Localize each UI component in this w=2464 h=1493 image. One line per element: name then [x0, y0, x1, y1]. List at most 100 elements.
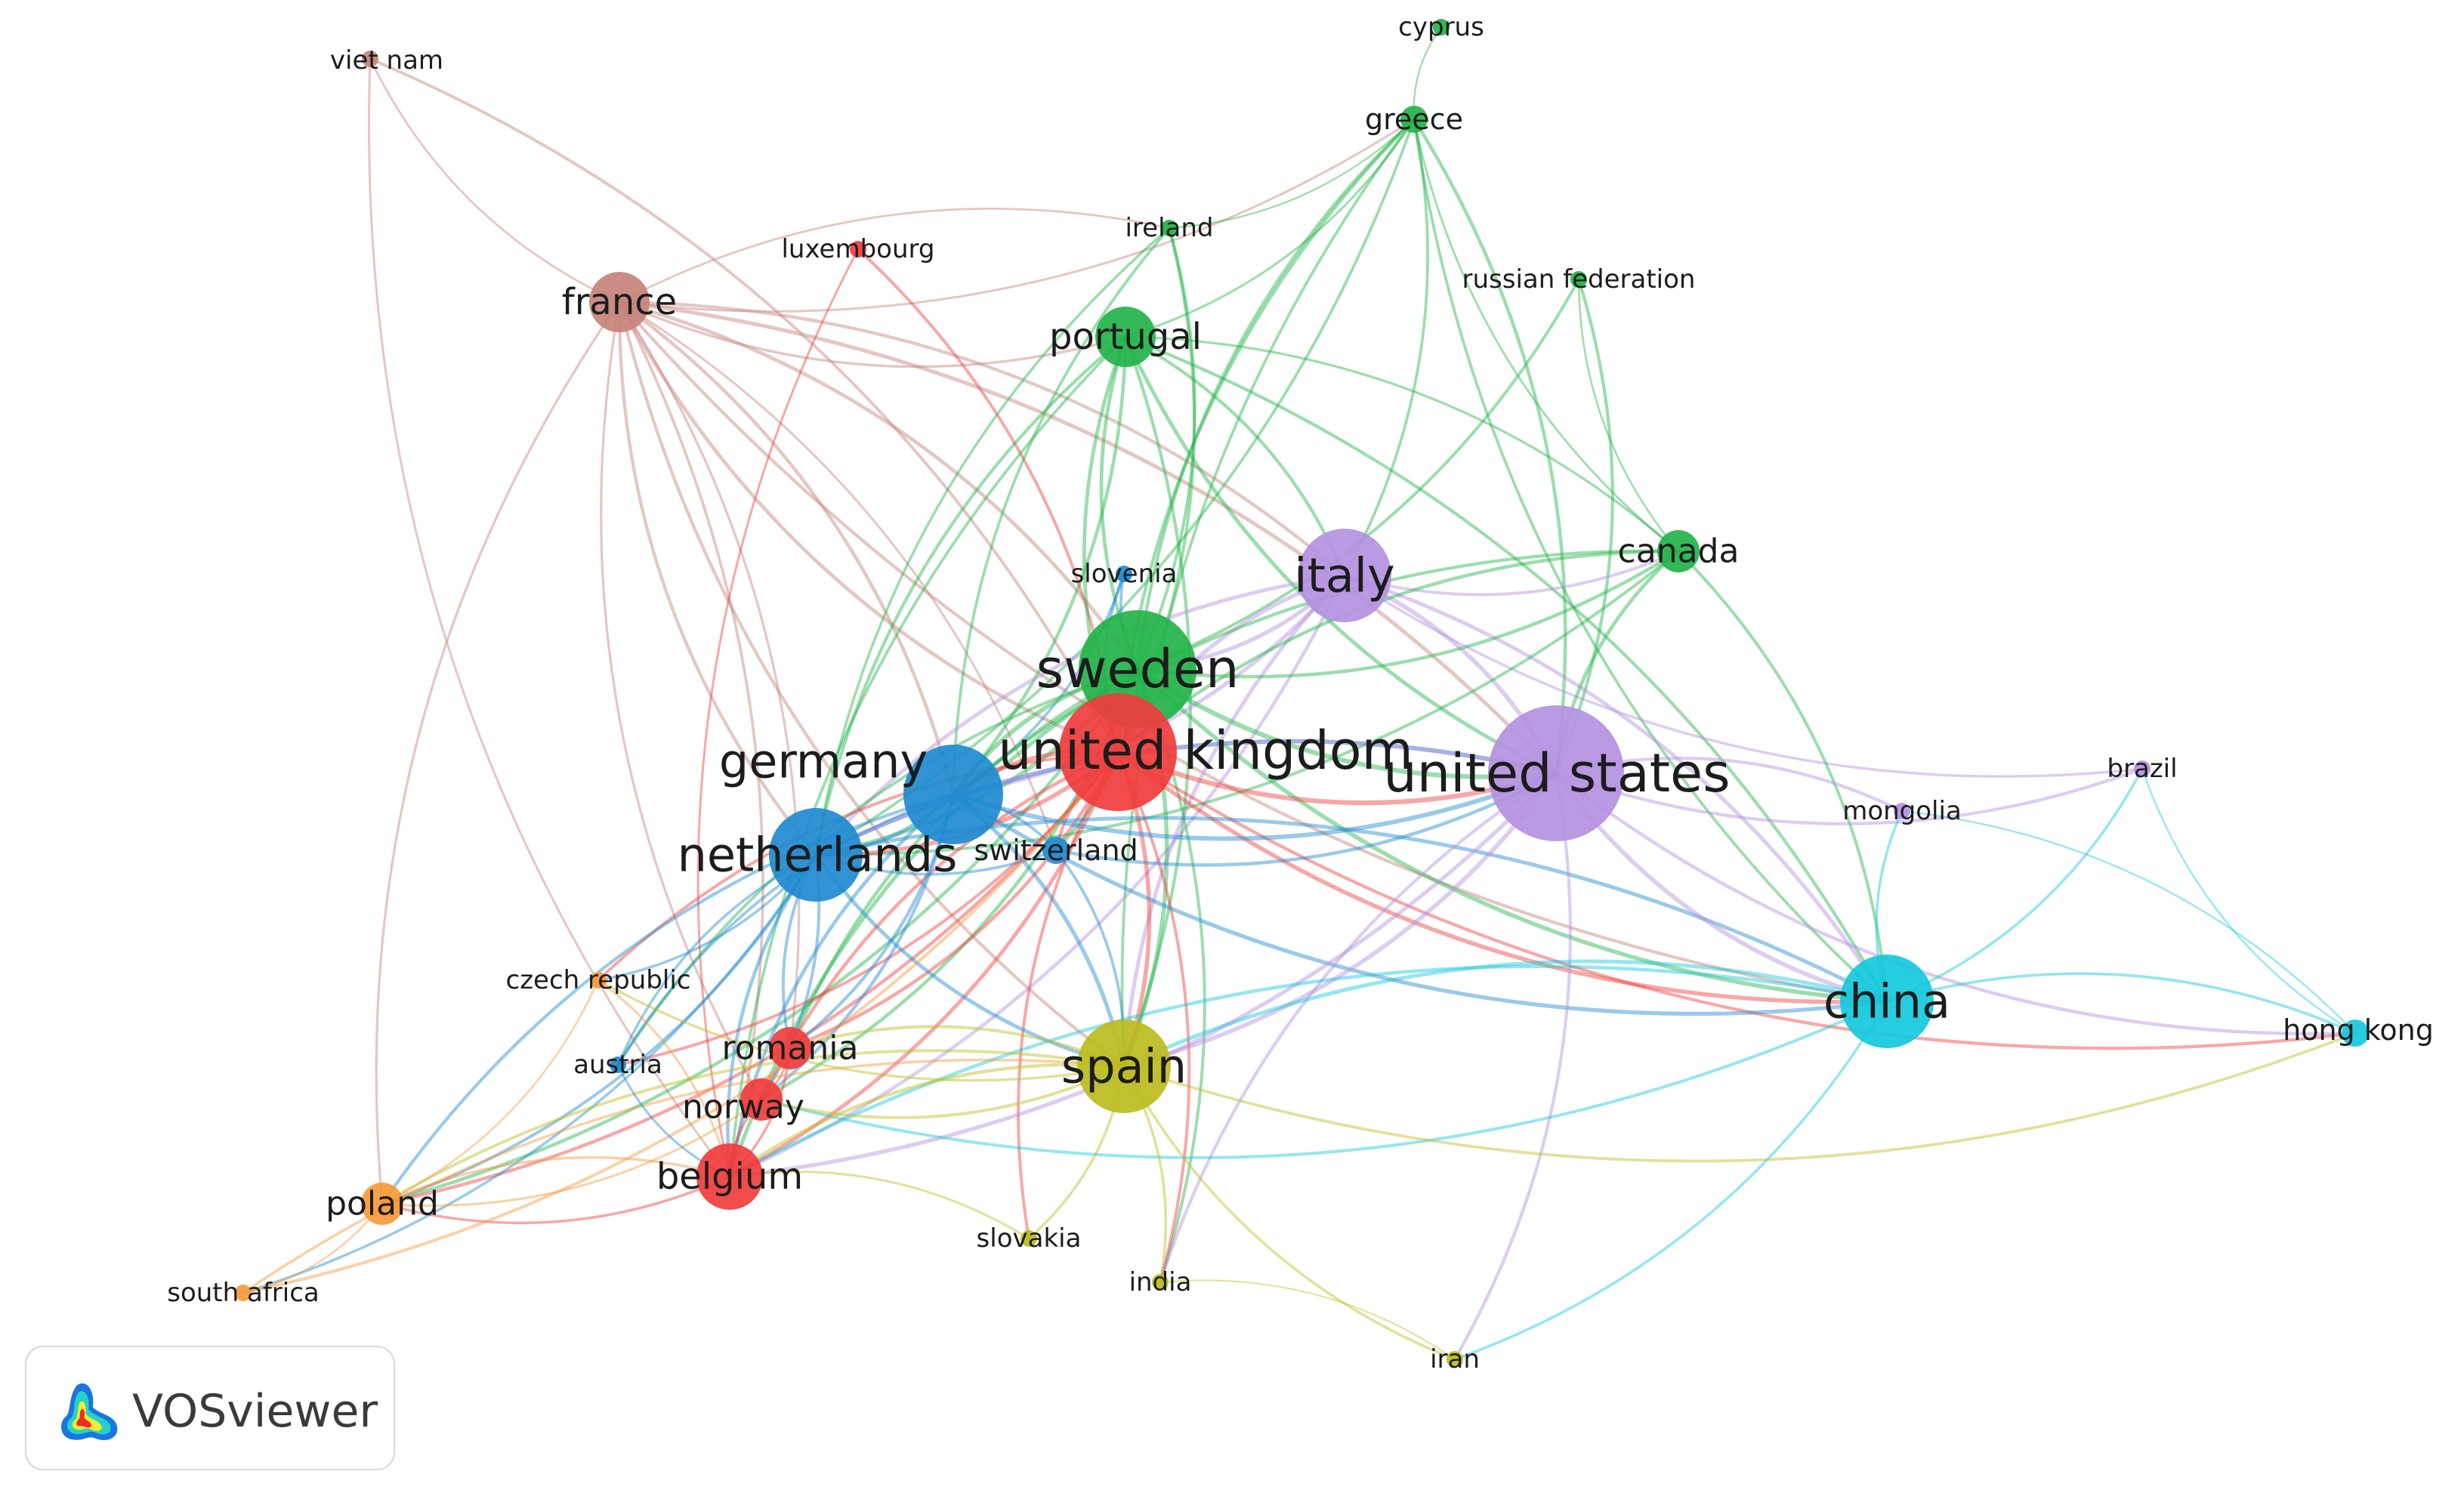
edge-china-norway — [760, 1000, 1888, 1159]
edge-france-ireland — [618, 207, 1171, 304]
edge-poland-czech_republic — [381, 979, 600, 1205]
edge-netherlands-belgium — [726, 853, 818, 1179]
edge-ireland-netherlands — [814, 227, 1171, 856]
node-south_africa[interactable] — [235, 1285, 252, 1301]
label-sweden: sweden — [1036, 638, 1240, 700]
edge-hong_kong-mongolia — [1900, 810, 2357, 1035]
edge-united_states-india — [1158, 771, 1558, 1285]
edge-italy-canada — [1343, 550, 1680, 597]
edge-france-viet_nam — [369, 57, 621, 304]
edge-france-poland — [375, 301, 621, 1205]
label-india: india — [1129, 1267, 1192, 1297]
edge-united_kingdom-austria — [616, 751, 1119, 1066]
node-poland[interactable] — [361, 1183, 403, 1225]
node-viet_nam[interactable] — [362, 51, 378, 67]
edge-france-portugal — [618, 301, 1127, 369]
node-canada[interactable] — [1657, 530, 1700, 572]
edge-france-greece — [618, 118, 1416, 313]
edge-germany-united_states — [951, 771, 1558, 841]
edge-united_states-iran — [1453, 771, 1572, 1362]
label-norway: norway — [682, 1088, 804, 1127]
vosviewer-logo-text: VOSviewer — [132, 1385, 378, 1438]
node-russian_federation[interactable] — [1570, 271, 1587, 288]
node-norway[interactable] — [740, 1078, 783, 1121]
edge-ireland-germany — [952, 227, 1171, 796]
node-slovenia[interactable] — [1116, 566, 1132, 582]
label-russian_federation: russian federation — [1462, 264, 1696, 295]
label-cyprus: cyprus — [1398, 12, 1484, 42]
edge-spain-czech_republic — [597, 979, 1125, 1082]
labels-layer: viet namfranceluxembourgcyprusgreeceirel… — [167, 12, 2434, 1374]
edge-germany-austria — [616, 793, 955, 1066]
node-netherlands[interactable] — [769, 808, 863, 902]
node-ireland[interactable] — [1161, 220, 1178, 236]
node-united_states[interactable] — [1488, 705, 1624, 841]
node-belgium[interactable] — [696, 1143, 763, 1210]
node-romania[interactable] — [769, 1027, 811, 1069]
label-romania: romania — [722, 1029, 859, 1068]
label-brazil: brazil — [2107, 754, 2177, 784]
edge-greece-sweden — [1135, 117, 1416, 671]
node-hong_kong[interactable] — [2342, 1019, 2369, 1047]
node-india[interactable] — [1152, 1274, 1169, 1291]
edge-china-brazil — [1885, 767, 2144, 1003]
label-czech_republic: czech republic — [506, 965, 691, 995]
edge-france-united_kingdom — [617, 300, 1120, 754]
edge-united_kingdom-hong_kong — [1116, 750, 2357, 1050]
edge-portugal-spain — [1122, 335, 1193, 1069]
edge-portugal-canada — [1124, 335, 1680, 553]
edge-france-norway — [600, 301, 763, 1101]
label-south_africa: south africa — [167, 1278, 320, 1308]
edges-layer — [242, 26, 2357, 1362]
node-mongolia[interactable] — [1894, 803, 1910, 819]
edge-portugal-china — [1123, 335, 1889, 1004]
node-czech_republic[interactable] — [590, 972, 607, 989]
edge-united_kingdom-belgium — [727, 750, 1120, 1179]
edge-france-netherlands — [617, 300, 818, 857]
label-iran: iran — [1430, 1344, 1480, 1374]
label-portugal: portugal — [1049, 316, 1202, 358]
edge-france-germany — [617, 300, 956, 797]
edge-poland-south_africa — [242, 1202, 384, 1294]
edge-spain-hong_kong — [1122, 1032, 2357, 1163]
edge-france-italy — [617, 300, 1347, 578]
label-austria: austria — [573, 1050, 662, 1080]
label-germany: germany — [719, 734, 928, 789]
node-slovakia[interactable] — [1020, 1230, 1037, 1247]
node-cyprus[interactable] — [1433, 19, 1450, 35]
node-luxembourg[interactable] — [850, 241, 866, 258]
label-switzerland: switzerland — [974, 834, 1138, 867]
edge-italy-china — [1342, 573, 1889, 1004]
edge-portugal-belgium — [728, 335, 1127, 1178]
node-greece[interactable] — [1400, 106, 1428, 133]
label-belgium: belgium — [656, 1155, 803, 1198]
edge-canada-netherlands — [814, 550, 1680, 857]
node-france[interactable] — [589, 272, 650, 332]
nodes-layer — [235, 19, 2369, 1368]
label-france: france — [562, 281, 677, 323]
node-united_kingdom[interactable] — [1059, 693, 1177, 811]
node-spain[interactable] — [1077, 1019, 1171, 1113]
edge-luxembourg-belgium — [696, 248, 860, 1178]
node-portugal[interactable] — [1095, 307, 1156, 367]
edge-france-belgium — [618, 301, 764, 1178]
edge-spain-poland — [381, 1049, 1125, 1205]
edge-united_kingdom-romania — [788, 750, 1120, 1050]
label-china: china — [1823, 974, 1950, 1029]
edge-germany-belgium — [727, 792, 956, 1179]
edge-spain-romania — [789, 1025, 1125, 1068]
node-iran[interactable] — [1447, 1351, 1463, 1368]
edge-viet_nam-united_kingdom — [369, 57, 1119, 754]
node-italy[interactable] — [1298, 529, 1391, 622]
label-spain: spain — [1061, 1039, 1187, 1094]
node-germany[interactable] — [903, 745, 1003, 844]
edge-canada-china — [1677, 550, 1888, 1003]
edge-china-iran — [1453, 1000, 1888, 1361]
edge-italy-belgium — [727, 573, 1347, 1179]
node-china[interactable] — [1840, 955, 1934, 1048]
node-brazil[interactable] — [2134, 760, 2151, 777]
edge-italy-germany — [951, 573, 1347, 797]
edge-switzerland-united_states — [1054, 771, 1558, 867]
node-austria[interactable] — [610, 1057, 626, 1073]
node-switzerland[interactable] — [1042, 837, 1070, 864]
